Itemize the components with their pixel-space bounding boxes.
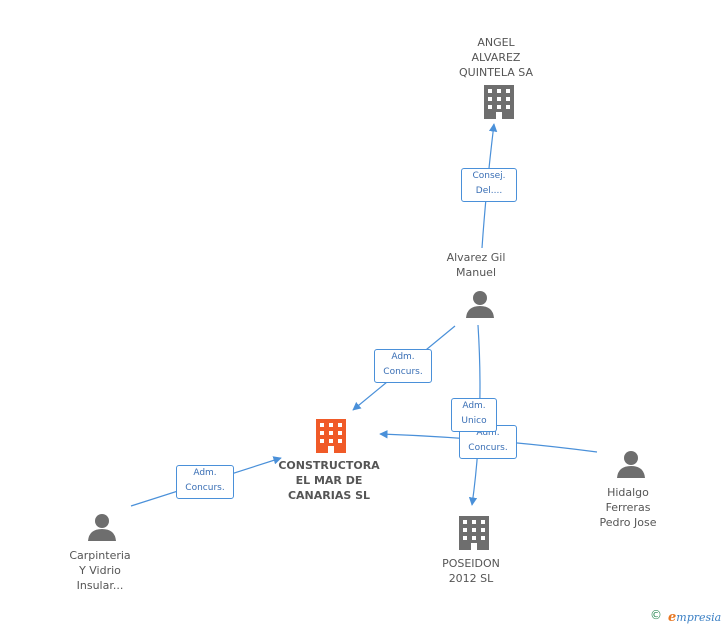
node-label-hidalgo[interactable]: Hidalgo Ferreras Pedro Jose [599, 486, 657, 529]
edge-label-alvarez-poseidon: Adm. Unico [451, 398, 497, 432]
node-label-constructora[interactable]: CONSTRUCTORA EL MAR DE CANARIAS SL [278, 459, 380, 502]
building-icon[interactable] [484, 85, 514, 119]
edge-label-carpinteria-constructora: Adm. Concurs. [176, 465, 234, 499]
edge-label-hidalgo-constructora: Adm. Concurs. [459, 425, 517, 459]
edge-label-alvarez-constructora: Adm. Concurs. [374, 349, 432, 383]
node-label-angel[interactable]: ANGEL ALVAREZ QUINTELA SA [459, 36, 533, 79]
brand-initial: e [668, 610, 677, 625]
edge-label-alvarez-angel: Consej. Del.... [461, 168, 517, 202]
brand-logo[interactable]: empresia [668, 610, 721, 625]
person-icon[interactable] [88, 514, 116, 541]
brand-name: mpresia [676, 611, 722, 624]
person-icon[interactable] [617, 451, 645, 478]
copyright-icon: © [650, 608, 662, 622]
building-icon[interactable] [316, 419, 346, 453]
building-icon[interactable] [459, 516, 489, 550]
node-label-alvarez[interactable]: Alvarez Gil Manuel [446, 251, 506, 279]
person-icon[interactable] [466, 291, 494, 318]
node-label-poseidon[interactable]: POSEIDON 2012 SL [442, 557, 500, 585]
node-label-carpinteria[interactable]: Carpinteria Y Vidrio Insular... [69, 549, 131, 592]
